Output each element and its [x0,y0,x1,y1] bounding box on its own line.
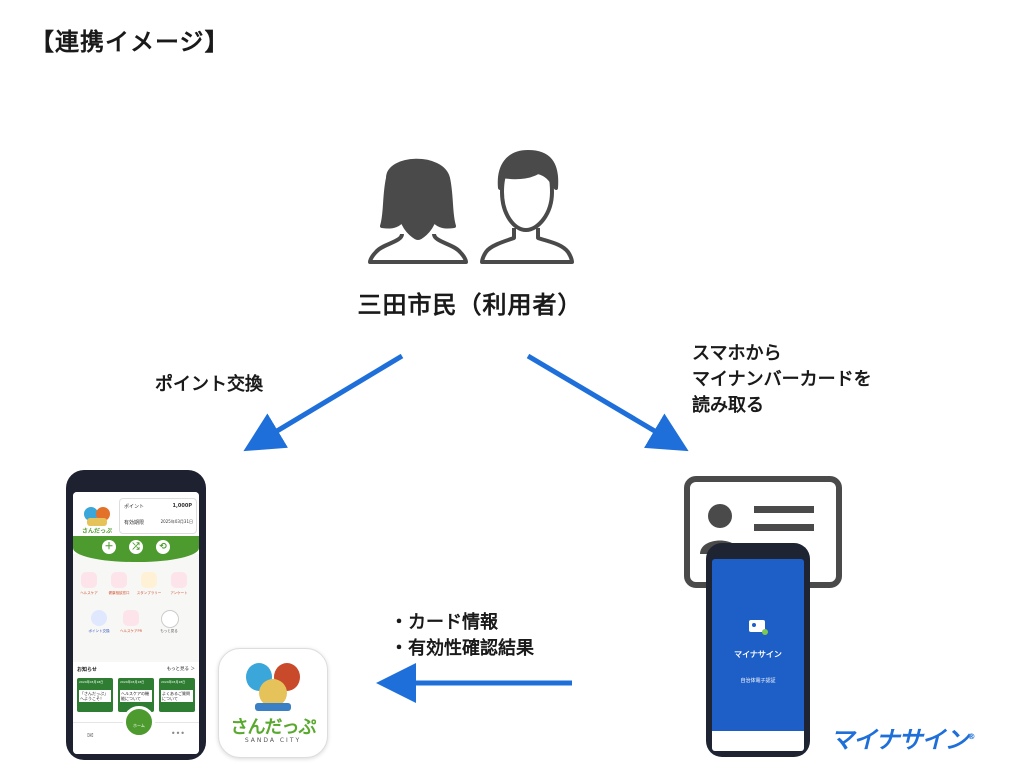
app-icon-sub: SANDA CITY [244,737,302,744]
healthcare-icon[interactable] [81,572,97,588]
point-card: ポイント 1,000P 有効期限 2025年03月31日 [119,498,197,534]
arrow-to-app [243,353,404,452]
users-label: 三田市民（利用者） [357,291,583,319]
shuffle-button[interactable]: ⤮ [129,540,143,554]
mail-icon[interactable]: ✉ [87,731,94,740]
sandapp-phone: さんだっぷ ポイント 1,000P 有効期限 2025年03月31日 ＋ ⤮ ⟲… [66,470,206,760]
news-more-link[interactable]: もっと見る ＞ [166,667,195,672]
sandapp-logo-text: さんだっぷ [81,528,112,535]
label-info: ・カード情報 ・有効性確認結果 [390,612,534,659]
point-value: 1,000P [172,503,192,509]
history-button[interactable]: ⟲ [156,540,170,554]
stamp-icon[interactable] [141,572,157,588]
label-read-card: スマホから マイナンバーカードを 読み取る [692,343,872,416]
consult-icon[interactable] [111,572,127,588]
label-point-exchange: ポイント交換 [155,374,263,395]
healthcare-pr-icon[interactable] [123,610,139,626]
point-exchange-icon[interactable] [91,610,107,626]
news-item[interactable]: 2024年03月18日 「さんだっぷ」へようこそ！ [77,678,113,712]
mynasign-screen: マイナサイン 自治体電子認証 [712,559,804,751]
arrow-to-card [526,353,689,452]
page-title: 【連携イメージ】 [30,28,230,56]
mynasign-subtitle: 自治体電子認証 [740,678,776,684]
woman-icon [380,158,456,240]
id-card-small-icon [749,620,768,635]
news-item[interactable]: 2024年03月18日 ヘルスケアの機能について [118,678,154,712]
add-button[interactable]: ＋ [102,540,116,554]
sandapp-app-icon: さんだっぷ SANDA CITY [218,648,328,758]
more-chevron-icon[interactable] [161,610,179,628]
mascot-icon [246,663,300,711]
news-item[interactable]: 2024年03月18日 よくあるご質問について [159,678,195,712]
mynasign-phone: マイナサイン 自治体電子認証 [706,543,810,757]
home-button[interactable]: ホーム [123,706,155,738]
menu-dots-icon[interactable]: ••• [170,729,185,738]
survey-icon[interactable] [171,572,187,588]
sandapp-logo-icon [84,507,110,526]
mynasign-app-name: マイナサイン [734,650,782,659]
users-icon [368,150,574,264]
mynasign-brand: マイナサイン® [830,726,976,754]
sandapp-screen: さんだっぷ ポイント 1,000P 有効期限 2025年03月31日 ＋ ⤮ ⟲… [73,492,199,754]
app-icon-name: さんだっぷ [230,717,317,738]
